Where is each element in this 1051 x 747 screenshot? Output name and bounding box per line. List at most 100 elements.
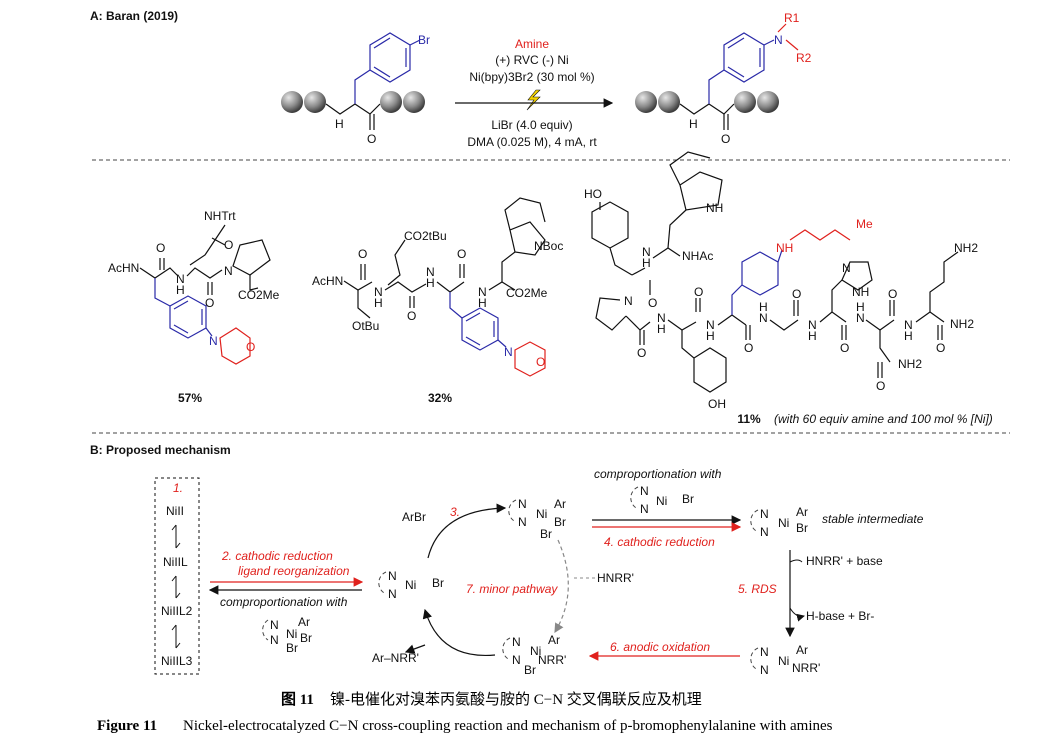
ex3-n-pro: N	[624, 294, 633, 308]
ex2-o3: O	[457, 247, 466, 261]
svg-text:Ni: Ni	[536, 507, 547, 521]
svg-text:Ar: Ar	[796, 643, 808, 657]
ni-state-2: NiIIL2	[161, 604, 193, 618]
step-1-label: 1.	[173, 481, 183, 495]
ex2-n2: N	[426, 265, 435, 279]
ex3-n-a: N	[642, 245, 651, 259]
ex3-h-e: H	[808, 329, 817, 343]
ex2-nboc: NBoc	[534, 239, 563, 253]
ex3-n-f: N	[856, 311, 865, 325]
svg-text:NRR': NRR'	[792, 661, 820, 675]
ex3-h-b: H	[657, 322, 666, 336]
svg-text:N: N	[270, 618, 279, 632]
ex2-n1: N	[374, 285, 383, 299]
ex3-ho: HO	[584, 187, 602, 201]
ex3-nh2-a: NH2	[954, 241, 978, 255]
prod-r1: R1	[784, 11, 800, 25]
ni-state-1: NiIIL	[163, 555, 188, 569]
ex3-h-a: H	[642, 256, 651, 270]
ex3-o-h: O	[888, 287, 897, 301]
ni-state-3: NiIIL3	[161, 654, 193, 668]
reaction-conditions: Amine (+) RVC (-) Ni Ni(bpy)3Br2 (30 mol…	[455, 37, 614, 149]
step-5-label: 5. RDS	[738, 582, 777, 596]
complex-ni3-ref: N N Ni Ar Br Br	[262, 615, 312, 655]
ex3-o-extra: O	[936, 341, 945, 355]
complex-ni2-stable: N N Ni Ar Br stable intermediate	[750, 505, 924, 539]
svg-text:Br: Br	[540, 527, 552, 541]
svg-text:Br: Br	[432, 576, 444, 590]
step-4: comproportionation with N N Ni Br 4. cat…	[592, 467, 742, 549]
lightning-bolt-icon	[526, 89, 541, 111]
ex2-achn: AcHN	[312, 274, 343, 288]
ex3-oh: OH	[708, 397, 726, 411]
svg-text:Br: Br	[554, 515, 566, 529]
figure-caption: 图 11 镍-电催化对溴苯丙氨酸与胺的 C−N 交叉偶联反应及机理 Figure…	[97, 690, 833, 734]
sm-bromine: Br	[418, 33, 430, 47]
prod-nitrogen: N	[774, 33, 783, 47]
example-2: CO2tBu AcHN O N H O N H O N H CO2Me NBoc…	[312, 197, 563, 405]
ex2-h2: H	[426, 276, 435, 290]
prod-nh-h: H	[689, 117, 698, 131]
svg-text:N: N	[388, 569, 397, 583]
svg-text:Ar: Ar	[554, 497, 566, 511]
svg-text:Ni: Ni	[656, 494, 667, 508]
svg-text:N: N	[518, 497, 527, 511]
ex1-o3: O	[205, 296, 214, 310]
ex2-co2me: CO2Me	[506, 286, 548, 300]
step-4-label: 4. cathodic reduction	[604, 535, 715, 549]
ex1-o1: O	[224, 238, 233, 252]
svg-text:N: N	[512, 653, 521, 667]
caption-en-label: Figure 11	[97, 718, 157, 734]
svg-text:Ni: Ni	[778, 654, 789, 668]
ex1-n1: N	[176, 272, 185, 286]
complex-ni3-top: N N Ni Ar Br Br	[508, 497, 566, 541]
svg-text:N: N	[760, 507, 769, 521]
cond-additive: LiBr (4.0 equiv)	[491, 118, 572, 132]
ex3-n-his: N	[842, 261, 851, 275]
caption-cn-label: 图 11	[281, 691, 314, 708]
svg-text:N: N	[640, 484, 649, 498]
ex3-nh2-c: NH2	[950, 317, 974, 331]
svg-text:N: N	[388, 587, 397, 601]
prod-r2: R2	[796, 51, 812, 65]
svg-text:Br: Br	[682, 492, 694, 506]
ex3-h-c: H	[706, 329, 715, 343]
ex1-nhtrt: NHTrt	[204, 209, 236, 223]
svg-text:N: N	[640, 502, 649, 516]
ex1-morph-o: O	[246, 340, 255, 354]
step-2: 2. cathodic reduction ligand reorganizat…	[208, 549, 364, 609]
ex1-co2me: CO2Me	[238, 288, 280, 302]
ex1-yield: 57%	[178, 391, 202, 405]
svg-text:Ni: Ni	[530, 644, 541, 658]
hnrr-base-label: HNRR' + base	[806, 554, 883, 568]
svg-text:Br: Br	[300, 631, 312, 645]
ex3-n-d: N	[759, 311, 768, 325]
svg-text:Ni: Ni	[405, 578, 416, 592]
ex3-o-b: O	[637, 346, 646, 360]
caption-cn-text: 镍-电催化对溴苯丙氨酸与胺的 C−N 交叉偶联反应及机理	[330, 690, 702, 708]
hnrr-minor: HNRR'	[597, 571, 634, 585]
complex-ni2-amido: N N Ni Ar NRR'	[750, 643, 820, 677]
starting-material: H O Br	[281, 32, 430, 146]
ex2-yield: 32%	[428, 391, 452, 405]
prod-carbonyl-o: O	[721, 132, 730, 146]
ex3-o-d: O	[744, 341, 753, 355]
step-6: 6. anodic oxidation	[588, 640, 740, 661]
ex3-n-e: N	[808, 318, 817, 332]
product-label: Ar–NRR'	[372, 651, 419, 665]
ni-state-0: NiII	[166, 504, 184, 518]
cond-amine: Amine	[515, 37, 549, 51]
svg-text:NRR': NRR'	[538, 653, 566, 667]
svg-text:Ar: Ar	[548, 633, 560, 647]
step-2-label-a: 2. cathodic reduction	[221, 549, 333, 563]
compro-label: comproportionation with	[220, 595, 348, 609]
ex3-yield: 11%	[737, 412, 761, 426]
ex2-co2tbu: CO2tBu	[404, 229, 447, 243]
ex2-n3: N	[478, 285, 487, 299]
ex1-achn: AcHN	[108, 261, 139, 275]
svg-text:Ni: Ni	[778, 516, 789, 530]
ex3-nh-red: NH	[776, 241, 793, 255]
ex2-h1: H	[374, 296, 383, 310]
sm-carbonyl-o: O	[367, 132, 376, 146]
svg-text:N: N	[760, 525, 769, 539]
